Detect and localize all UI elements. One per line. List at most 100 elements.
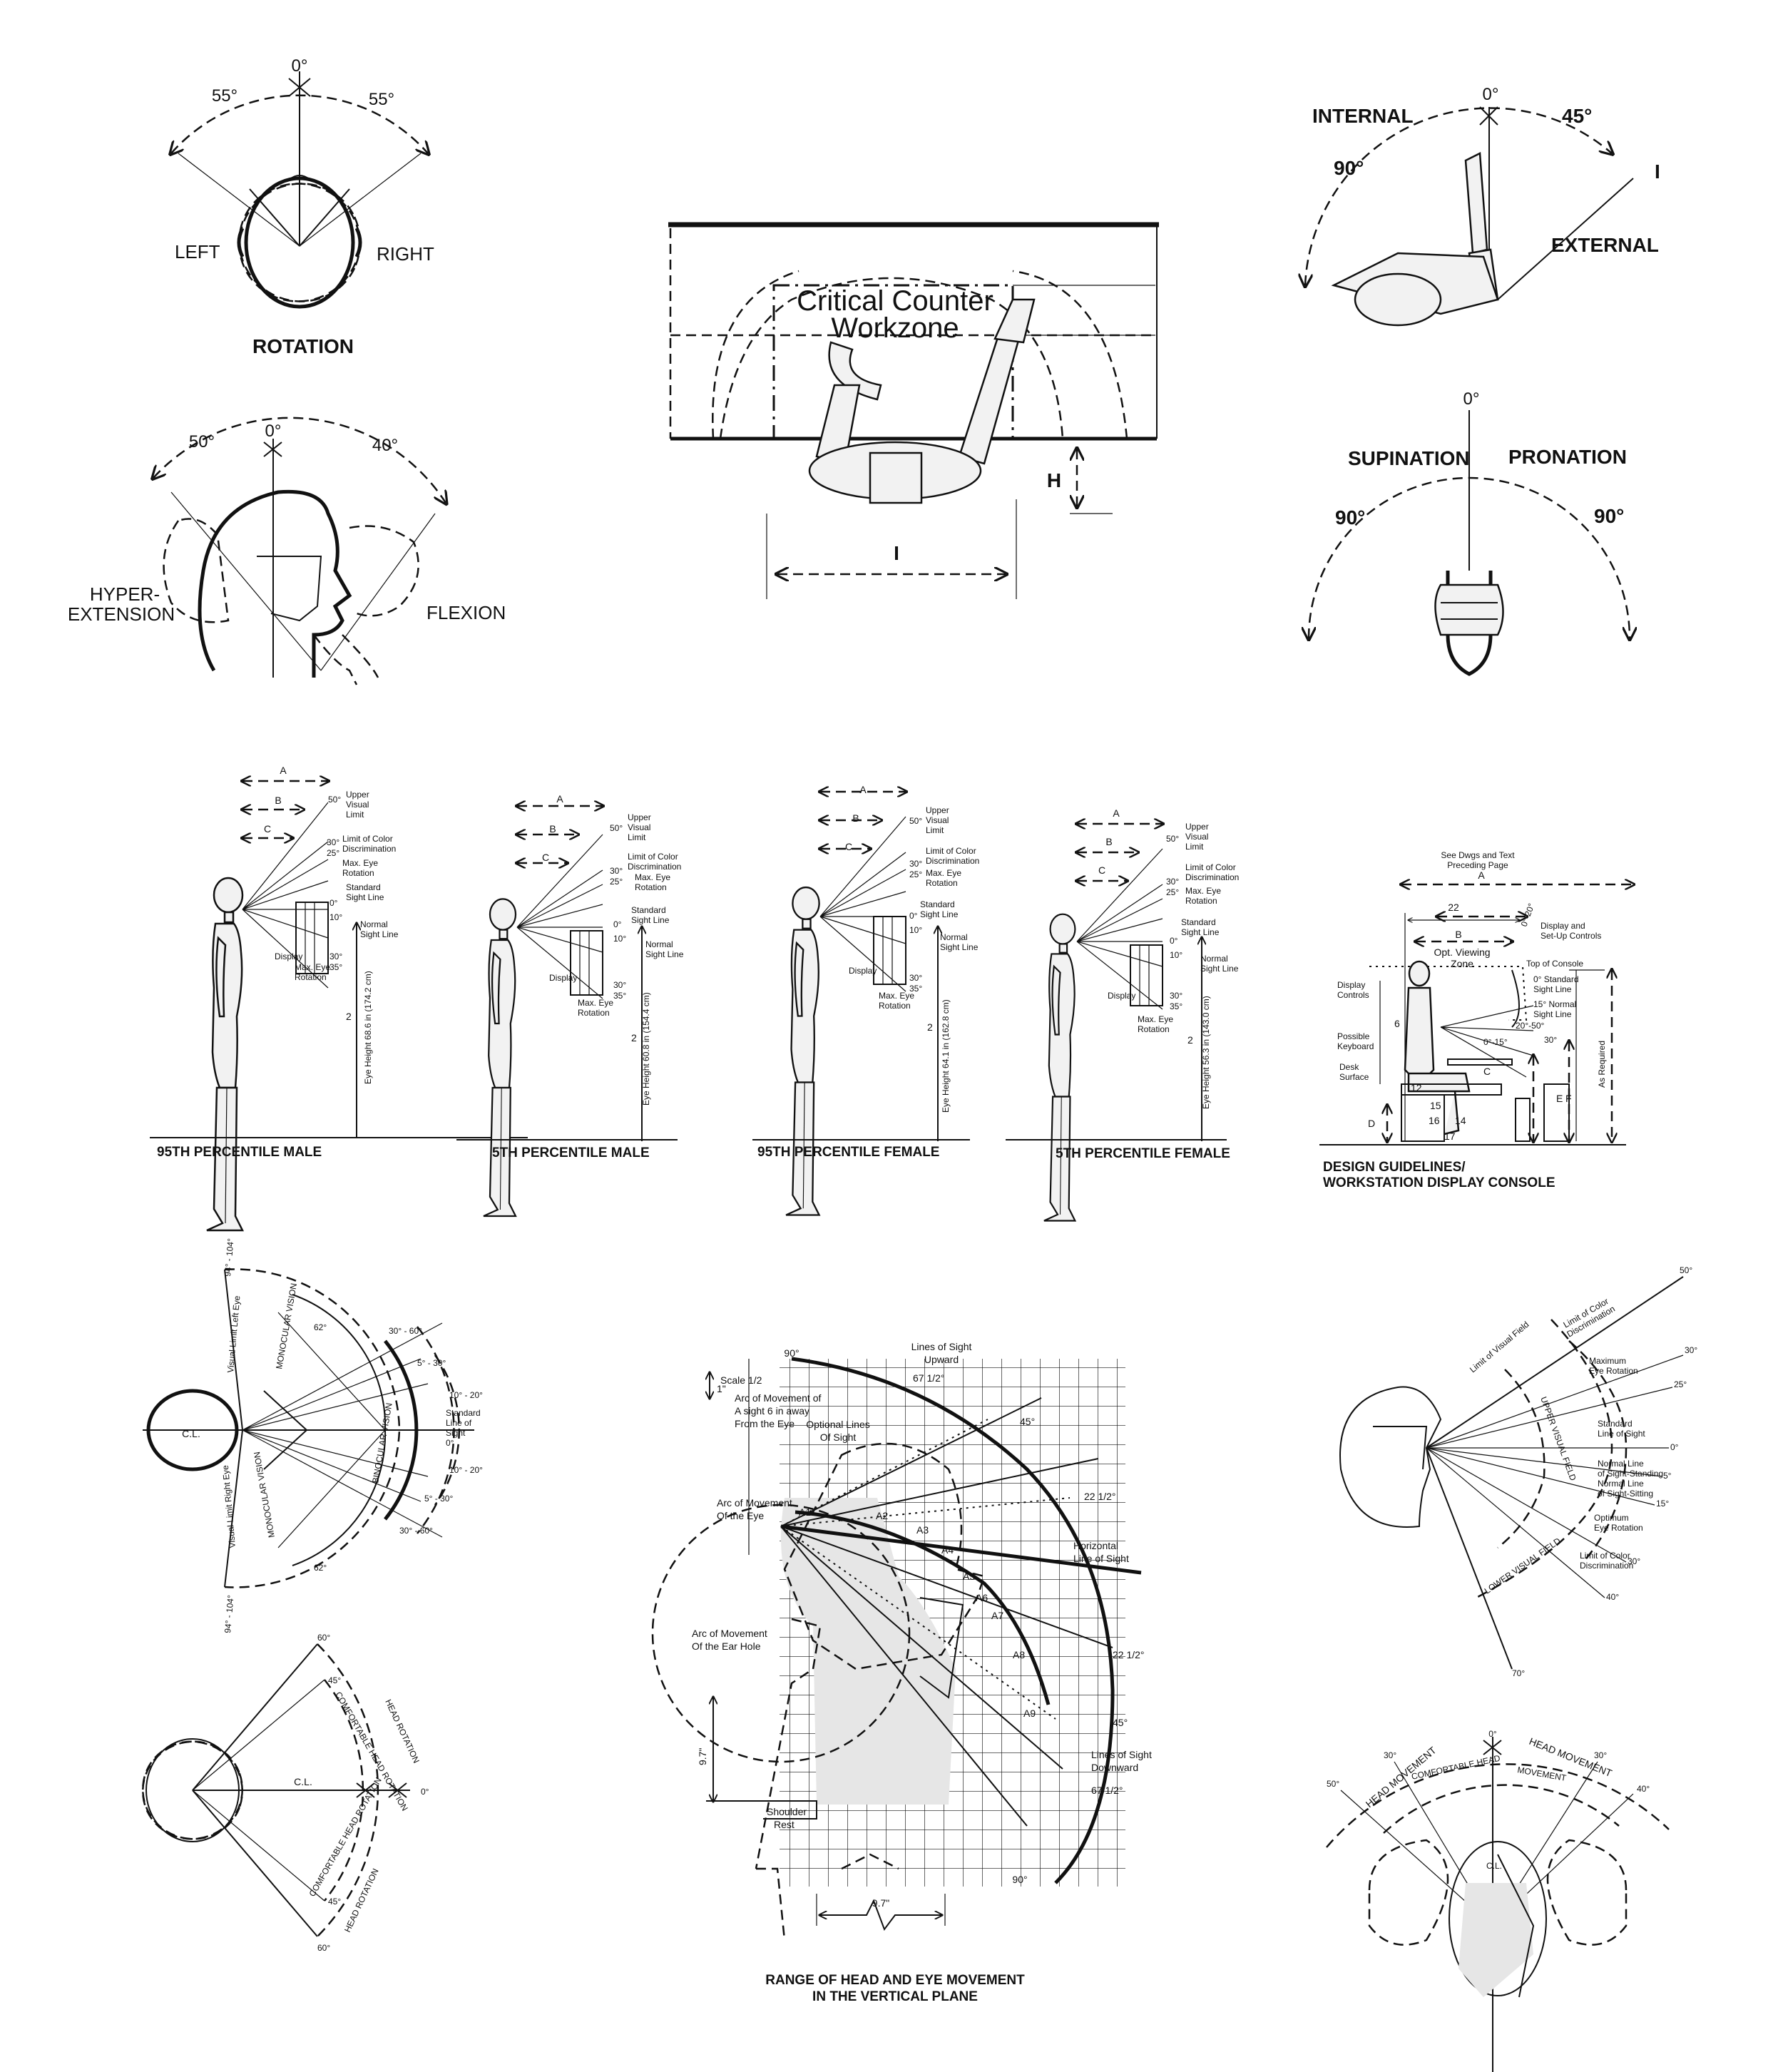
fig3-a30: 30° <box>909 859 922 869</box>
fig2-display: Display <box>549 973 577 983</box>
vr-scale: Scale 1/2 <box>720 1374 762 1386</box>
vvf-nst-1: Normal Line <box>1598 1459 1644 1469</box>
vvf-opt-2: Eye Rotation <box>1594 1523 1643 1533</box>
hm-0: 0° <box>1488 1729 1497 1739</box>
vvf-opt-1: Optimum <box>1594 1513 1629 1523</box>
fig1-maxeye-b2: Rotation <box>295 972 327 982</box>
console-opt-1: Opt. Viewing <box>1434 946 1490 958</box>
fig4-a0: 0° <box>1170 936 1178 946</box>
console-16: 16 <box>1429 1115 1440 1126</box>
console-2050: 20°-50° <box>1516 1021 1544 1031</box>
fig3-std-2: Sight Line <box>920 909 959 919</box>
vvf-lim-1: Limit of Color <box>1580 1551 1630 1561</box>
vvf-30: 30° <box>1685 1345 1697 1355</box>
standing-figure-95f <box>785 792 938 1216</box>
vr-a3: A3 <box>916 1524 929 1536</box>
fig3-color-1: Limit of Color <box>926 846 976 856</box>
vf-3060: 30° - 60° <box>389 1326 422 1336</box>
vvf-5: 5° <box>1663 1471 1672 1481</box>
fig4-caption: 5TH PERCENTILE FEMALE <box>1056 1146 1230 1161</box>
fig2-maxeye-b1: Max. Eye <box>578 998 613 1008</box>
console-14: 14 <box>1455 1115 1466 1126</box>
vf-62: 62° <box>314 1322 327 1332</box>
fig4-display: Display <box>1108 991 1135 1001</box>
fig1-maxeye-b1: Max. Eye <box>295 962 330 972</box>
fig3-upper-2: Visual <box>926 815 949 825</box>
vf-std-3: Sight <box>446 1428 466 1438</box>
vr-caption-2: IN THE VERTICAL PLANE <box>812 1989 978 2004</box>
counter-workzone-diagram: Critical Counter Workzone H I <box>668 222 1159 599</box>
vr-opt-2: Of Sight <box>820 1431 857 1443</box>
console-b: B <box>1455 929 1461 940</box>
fig2-normal-2: Sight Line <box>645 949 684 959</box>
vvf-0: 0° <box>1670 1442 1679 1452</box>
fig4-maxeye-1: Max. Eye <box>1185 886 1221 896</box>
fig3-a0: 0° <box>909 911 918 921</box>
fig1-a10: 10° <box>329 912 342 922</box>
fig1-a50: 50° <box>328 795 341 805</box>
fig3-c: C <box>845 841 852 852</box>
head-profile-icon-2 <box>1339 1386 1442 1528</box>
vr-a9: A9 <box>1023 1708 1036 1719</box>
console-015: 0°-15° <box>1483 1037 1508 1047</box>
fig1-maxeye-2: Rotation <box>342 868 374 878</box>
vf-62b: 62° <box>314 1563 327 1573</box>
fig1-a30: 30° <box>327 837 339 847</box>
vvf-lower: LOWER VISUAL FIELD <box>1483 1536 1563 1596</box>
vf-1020b: 10° - 20° <box>449 1465 483 1475</box>
fig2-std-1: Standard <box>631 905 666 915</box>
fig2-a25: 25° <box>610 877 623 887</box>
vr-45-bottom: 45° <box>1113 1717 1128 1728</box>
arm-90-angle: 90° <box>1334 157 1364 179</box>
console-opt-2: Zone <box>1451 958 1473 969</box>
vr-675-bottom: 67 1/2° <box>1091 1785 1123 1796</box>
supination-label: SUPINATION <box>1348 447 1470 469</box>
person-head-icon <box>869 451 923 504</box>
forearm-right-90: 90° <box>1594 505 1624 527</box>
fig4-a25: 25° <box>1166 887 1179 897</box>
horizontal-visual-field: C.L. Visual Limit Left Eye Visual Limit … <box>143 1237 483 1633</box>
hm-30b: 30° <box>1594 1750 1607 1760</box>
rotation-left-angle: 55° <box>212 86 237 106</box>
fig2-color-2: Discrimination <box>628 862 681 872</box>
console-normal-2: Sight Line <box>1533 1009 1572 1019</box>
fig4-b: B <box>1105 836 1112 847</box>
vr-225-top: 22 1/2° <box>1084 1491 1116 1502</box>
forearm-diagram: 0° SUPINATION PRONATION 90° 90° <box>1309 389 1630 676</box>
console-17: 17 <box>1444 1131 1456 1142</box>
vr-a4: A4 <box>941 1544 954 1556</box>
fig2-a35: 35° <box>613 991 626 1001</box>
vr-arc-1: Arc of Movement of <box>735 1392 821 1404</box>
head-profile-icon <box>198 489 352 678</box>
rotation-right-label: RIGHT <box>377 243 434 265</box>
vr-97b: 9.7" <box>872 1897 889 1909</box>
fig3-a50: 50° <box>909 816 922 826</box>
fig3-std-1: Standard <box>920 899 955 909</box>
vr-shoulder-2: Rest <box>774 1819 795 1830</box>
console-ds-1: Desk <box>1339 1062 1359 1072</box>
flexion-left-angle: 50° <box>189 432 215 451</box>
console-dc-1: Display <box>1337 980 1365 990</box>
console-top: Top of Console <box>1526 959 1583 969</box>
vr-90-bottom: 90° <box>1012 1874 1027 1885</box>
vr-eye-2: Of the Eye <box>717 1510 764 1521</box>
console-dc-2: Controls <box>1337 990 1369 1000</box>
head-rotation-diagram: 0° 55° 55° LEFT RIGHT ROTATION <box>171 56 434 357</box>
standing-figure-5f <box>1043 824 1202 1222</box>
console-ds-2: Surface <box>1339 1072 1369 1082</box>
vr-675-top: 67 1/2° <box>913 1372 945 1384</box>
rotation-top-angle: 0° <box>292 56 308 76</box>
fig3-a: A <box>859 784 867 795</box>
fig2-a0: 0° <box>613 919 622 929</box>
hr-0: 0° <box>421 1787 429 1797</box>
external-label: EXTERNAL <box>1551 234 1659 256</box>
vr-opt-1: Optional Lines <box>806 1419 870 1430</box>
fig3-a30b: 30° <box>909 973 922 983</box>
fig3-maxeye-2: Rotation <box>926 878 958 888</box>
vf-std-4: 0° <box>446 1438 454 1448</box>
flexion-right-angle: 40° <box>372 436 398 455</box>
vr-a6: A6 <box>976 1592 988 1603</box>
vf-3060b: 30° - 60° <box>399 1526 433 1536</box>
fig1-display: Display <box>275 951 302 961</box>
